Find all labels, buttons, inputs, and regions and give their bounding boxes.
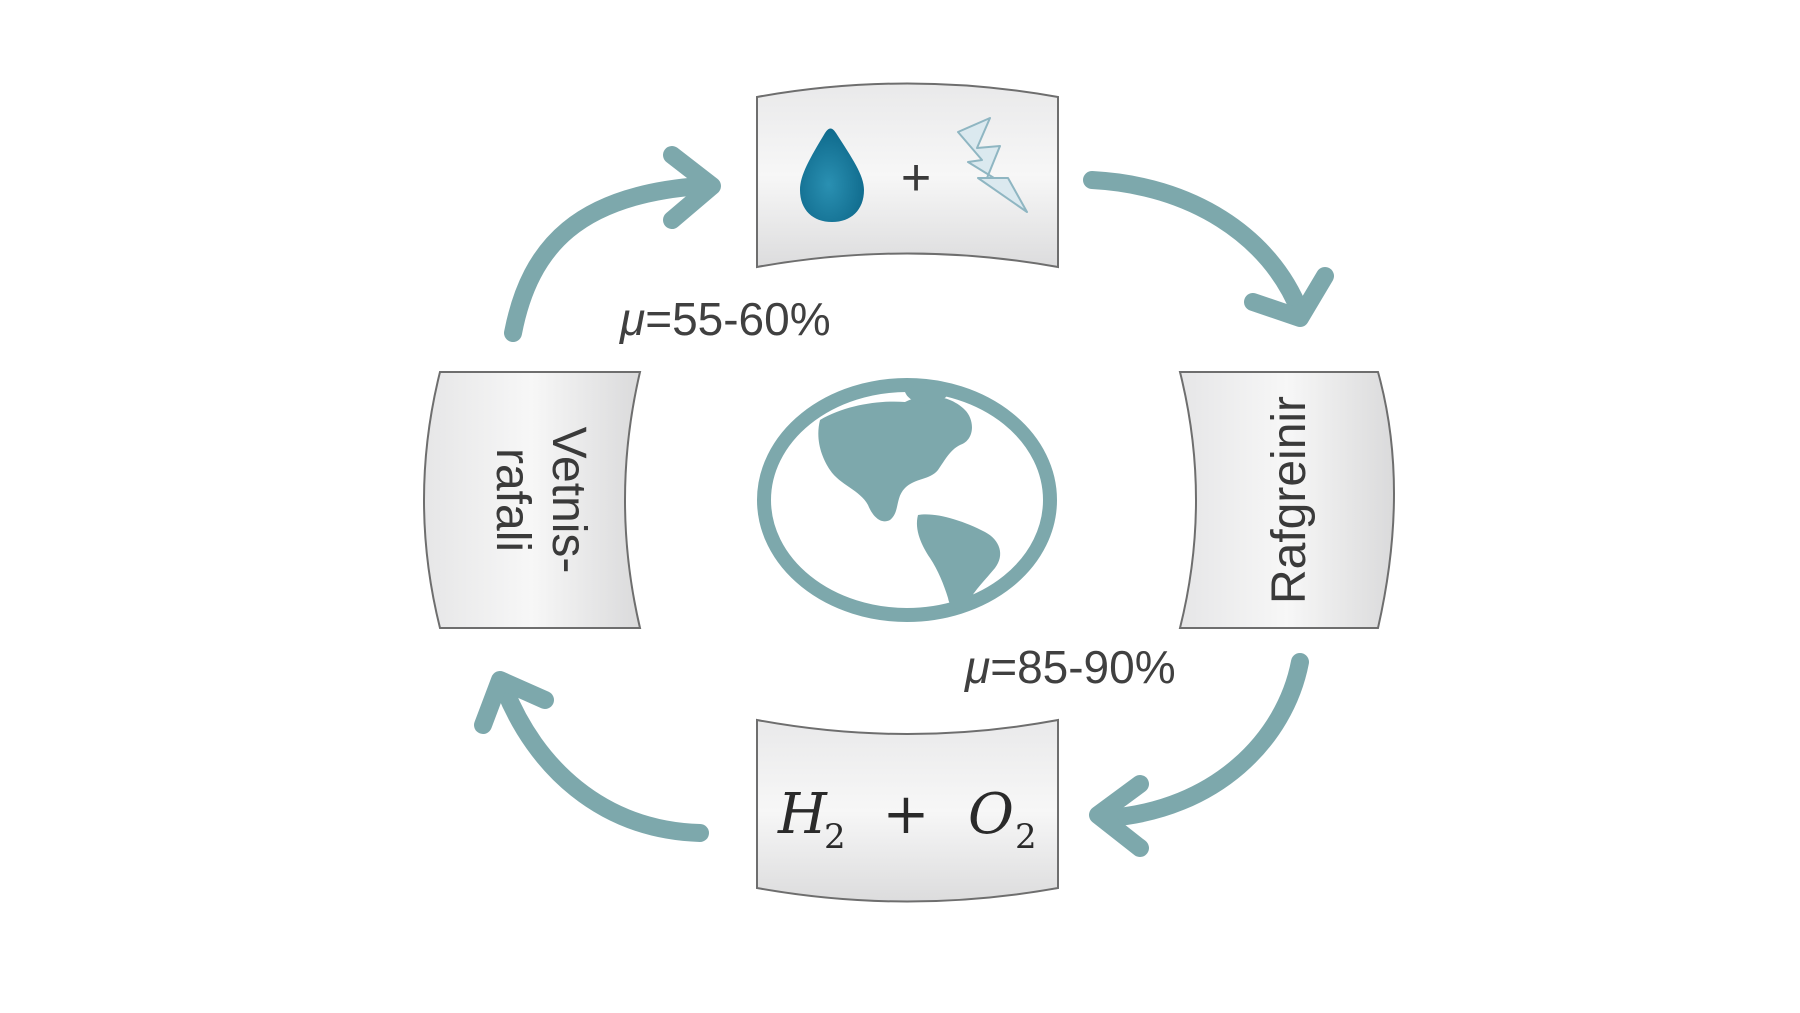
lightning-bolt-icon (957, 117, 1028, 213)
oxygen-symbol: O (968, 782, 1014, 847)
efficiency-fuel-cell-value: =55-60% (645, 293, 830, 345)
oxygen-subscript: 2 (1015, 817, 1037, 857)
arrow-bottom-left (474, 671, 709, 842)
bottom-box-hydrogen-oxygen: H 2 + O 2 (756, 718, 1059, 903)
cycle-arrows (474, 146, 1334, 857)
efficiency-electrolyzer: μ=85-90% (964, 641, 1176, 693)
south-america-shape (916, 514, 1001, 609)
right-box-label: Rafgreinir (1263, 396, 1316, 604)
right-box-electrolyzer: Rafgreinir (1178, 371, 1395, 629)
efficiency-fuel-cell-mu: μ (619, 293, 645, 345)
hydrogen-subscript: 2 (824, 817, 846, 857)
left-box-label-line1: Vetnis- (542, 427, 595, 574)
bottom-box-plus: + (883, 782, 930, 847)
top-box-plus: + (901, 149, 931, 207)
greenland-shape (905, 383, 949, 404)
hydrogen-symbol: H (777, 782, 828, 847)
efficiency-fuel-cell: μ=55-60% (619, 293, 831, 345)
north-america-shape (818, 396, 972, 522)
water-drop-icon (800, 128, 864, 222)
efficiency-electrolyzer-mu: μ (964, 641, 990, 693)
efficiency-electrolyzer-value: =85-90% (990, 641, 1175, 693)
left-box-label-line2: rafali (486, 448, 539, 552)
arrow-top-right (1083, 171, 1334, 327)
arrow-top-left (504, 146, 721, 342)
globe-icon (757, 378, 1057, 622)
top-box-water-electricity: + (756, 82, 1059, 269)
left-box-fuel-cell: Vetnis- rafali (423, 371, 642, 629)
arrow-bottom-right (1089, 653, 1309, 857)
